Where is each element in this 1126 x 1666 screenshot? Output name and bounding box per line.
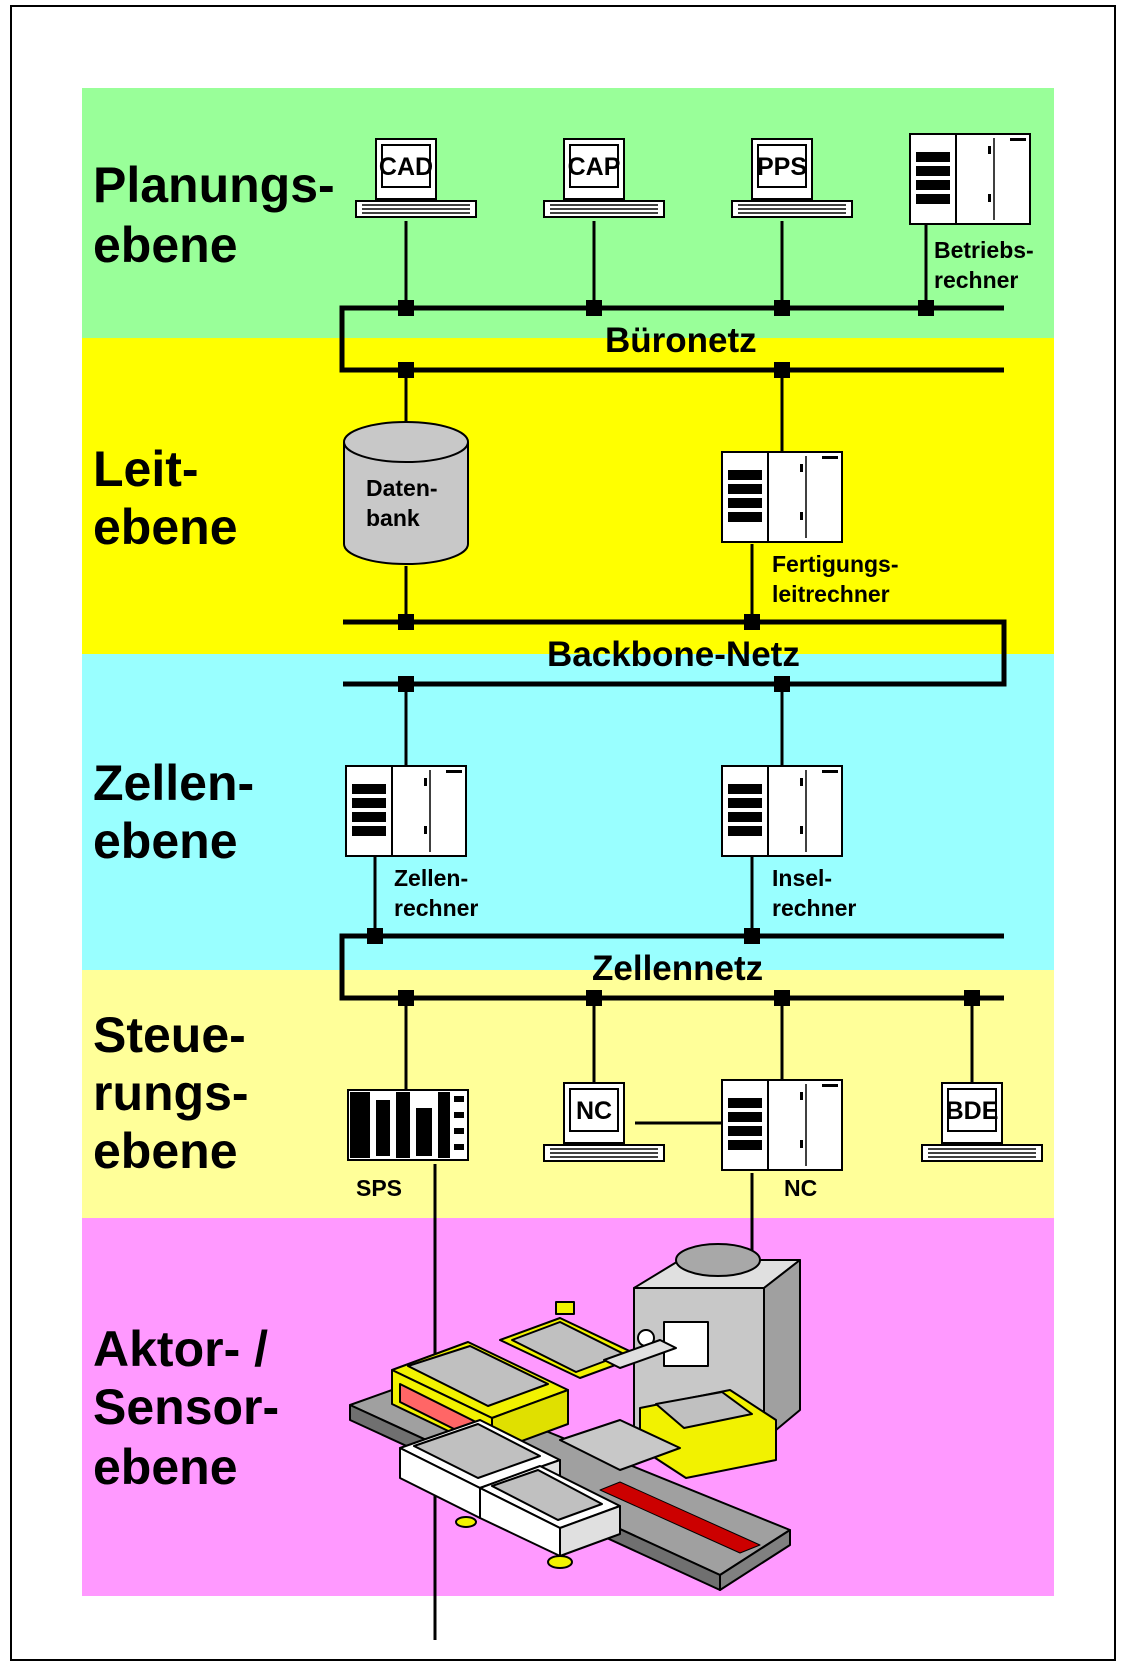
cell-network-label: Zellennetz (592, 949, 763, 988)
svg-text:CAP: CAP (568, 153, 621, 181)
svg-text:Zellen-: Zellen- (394, 865, 468, 891)
svg-text:rechner: rechner (934, 267, 1018, 293)
svg-text:PPS: PPS (757, 153, 807, 181)
svg-text:BDE: BDE (946, 1097, 999, 1125)
svg-text:NC: NC (784, 1175, 817, 1201)
svg-text:Insel-: Insel- (772, 865, 832, 891)
svg-text:Fertigungs-: Fertigungs- (772, 551, 899, 577)
cell-level-band (82, 654, 1054, 970)
svg-text:ebene: ebene (93, 1439, 238, 1495)
svg-text:ebene: ebene (93, 1123, 238, 1179)
svg-text:Planungs-: Planungs- (93, 157, 335, 213)
svg-text:rechner: rechner (394, 895, 478, 921)
svg-text:leitrechner: leitrechner (772, 581, 890, 607)
server-cabinet-icon (910, 134, 1030, 224)
server-cabinet-icon (722, 766, 842, 856)
svg-text:NC: NC (576, 1097, 612, 1125)
svg-text:Daten-: Daten- (366, 475, 438, 501)
server-cabinet-icon (722, 452, 842, 542)
plc-rack-icon (348, 1090, 468, 1160)
svg-text:ebene: ebene (93, 499, 238, 555)
svg-text:CAD: CAD (379, 153, 433, 181)
office-network-label: Büronetz (605, 321, 757, 360)
datenbank: Daten- bank (344, 422, 468, 564)
svg-text:bank: bank (366, 505, 420, 531)
control-level-label: Steue- rungs- ebene (93, 1007, 249, 1179)
svg-text:ebene: ebene (93, 217, 238, 273)
svg-text:rungs-: rungs- (93, 1065, 249, 1121)
control-center-level-band (82, 338, 1054, 654)
svg-text:Aktor- /: Aktor- / (93, 1321, 268, 1377)
svg-text:Zellen-: Zellen- (93, 755, 254, 811)
svg-text:Betriebs-: Betriebs- (934, 237, 1034, 263)
svg-text:Leit-: Leit- (93, 441, 199, 497)
server-cabinet-icon (722, 1080, 842, 1170)
svg-text:Sensor-: Sensor- (93, 1379, 279, 1435)
backbone-network-label: Backbone-Netz (547, 635, 800, 674)
svg-text:Steue-: Steue- (93, 1007, 246, 1063)
svg-text:ebene: ebene (93, 813, 238, 869)
server-cabinet-icon (346, 766, 466, 856)
svg-text:rechner: rechner (772, 895, 856, 921)
svg-text:SPS: SPS (356, 1175, 402, 1201)
